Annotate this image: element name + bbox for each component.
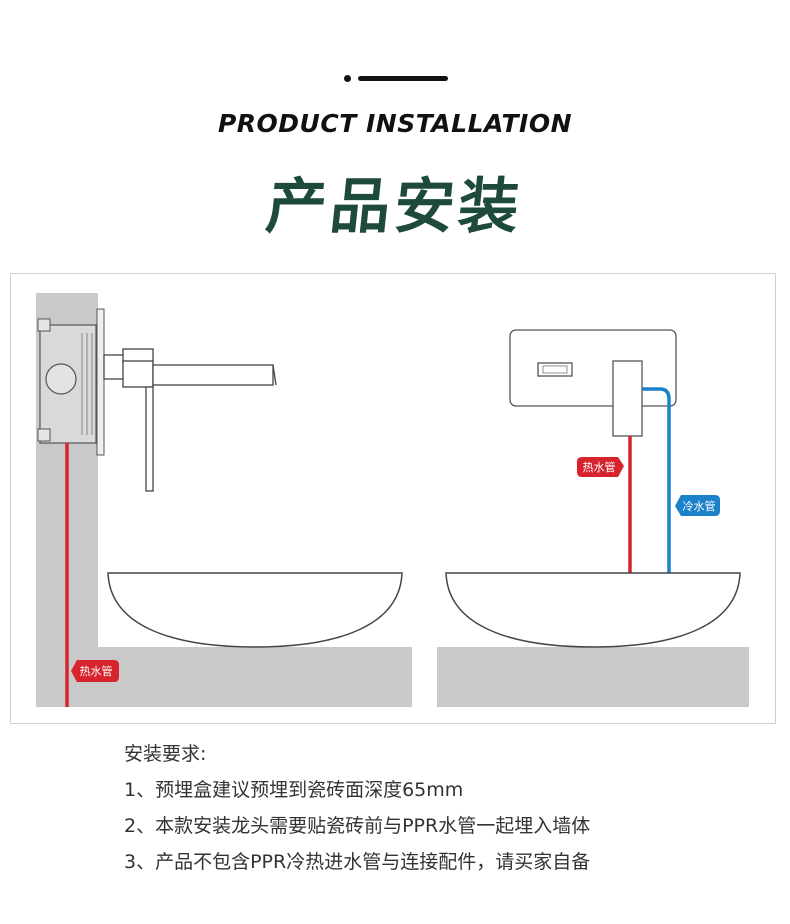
requirement-item-1: 1、预埋盒建议预埋到瓷砖面深度65mm	[124, 779, 464, 801]
requirement-item-2: 2、本款安装龙头需要贴瓷砖前与PPR水管一起埋入墙体	[124, 815, 591, 837]
box-valve	[45, 363, 77, 395]
left-basin	[107, 572, 403, 648]
left-scene: 热水管	[36, 293, 412, 707]
right-cold-pipe-tag: 冷水管	[675, 495, 720, 516]
requirement-item-3: 3、产品不包含PPR冷热进水管与连接配件，请买家自备	[124, 851, 591, 873]
installation-requirements: 安装要求: 1、预埋盒建议预埋到瓷砖面深度65mm 2、本款安装龙头需要贴瓷砖前…	[124, 740, 764, 884]
left-hot-pipe-tag: 热水管	[71, 660, 119, 682]
right-basin	[445, 572, 741, 648]
requirements-heading: 安装要求:	[124, 743, 207, 765]
left-hot-pipe-label: 热水管	[80, 664, 113, 678]
box-corner-bottom	[37, 428, 51, 442]
right-cold-pipe	[642, 387, 671, 573]
faucet	[103, 348, 277, 492]
right-cold-pipe-label: 冷水管	[683, 499, 716, 513]
header-decoration	[344, 74, 448, 82]
box-corner-top	[37, 318, 51, 332]
right-counter	[437, 647, 749, 707]
valve-body	[612, 360, 643, 437]
title-english: PRODUCT INSTALLATION	[217, 109, 573, 138]
right-hot-pipe-label: 热水管	[583, 460, 616, 474]
title-chinese: 产品安装	[262, 172, 527, 242]
decoration-dot	[344, 75, 351, 82]
decoration-bar	[358, 76, 448, 81]
faucet-panel	[509, 329, 677, 407]
right-scene: 热水管 冷水管	[437, 329, 749, 707]
installation-diagram: 热水管 热水管 冷水管	[10, 273, 776, 724]
outlet-inner	[542, 365, 568, 374]
cover-plate	[96, 308, 105, 456]
right-hot-pipe-tag: 热水管	[577, 457, 624, 477]
